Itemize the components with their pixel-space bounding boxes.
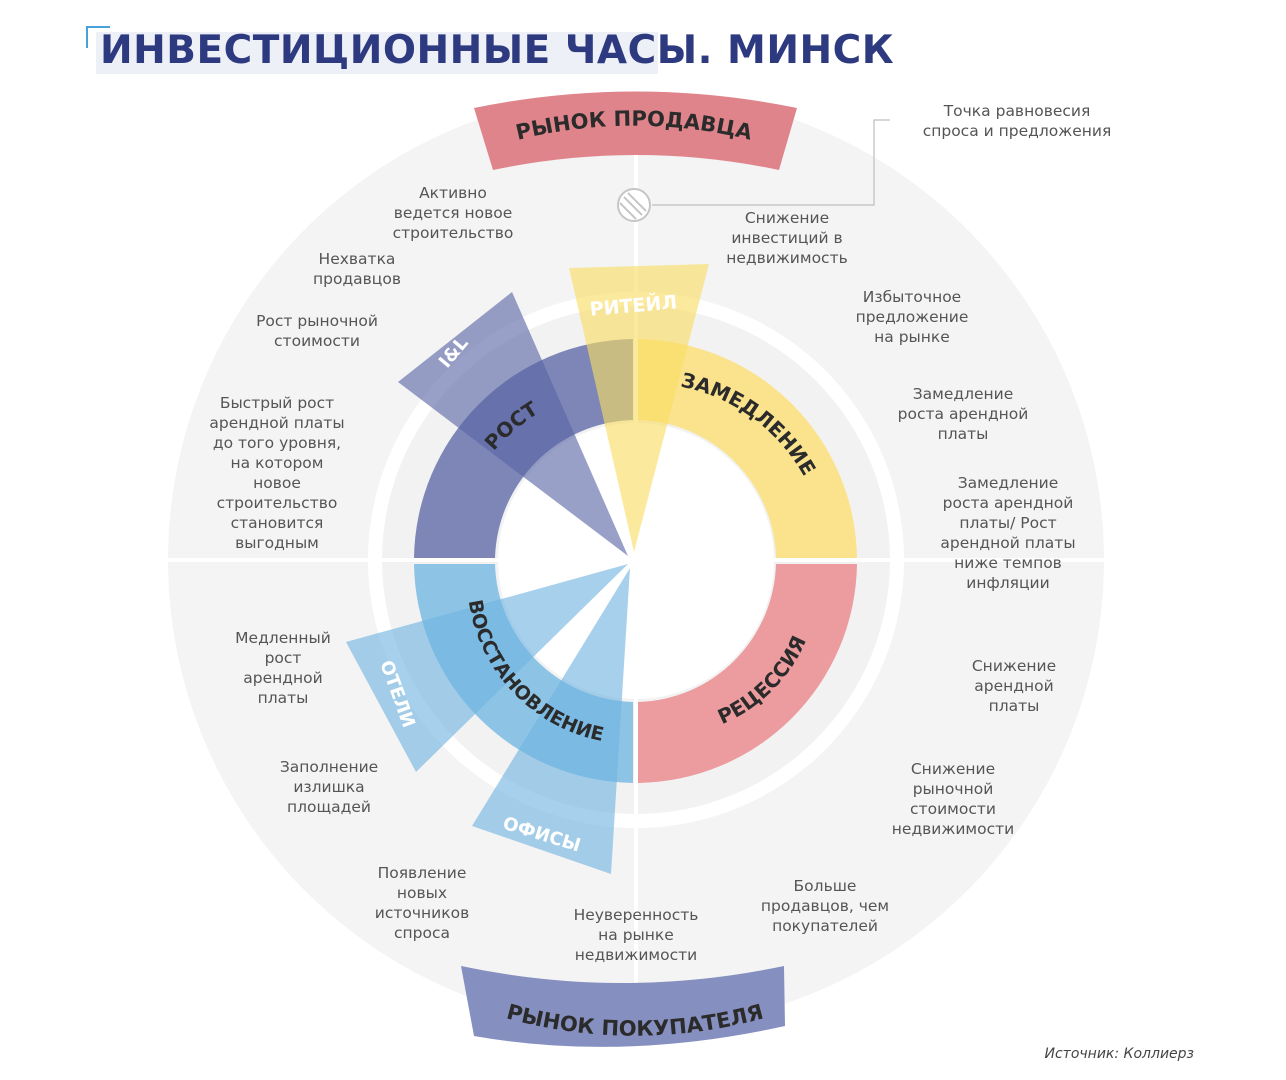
note-excess-absorption: Заполнение излишка площадей	[279, 758, 379, 816]
title-highlight	[96, 32, 658, 74]
note-oversupply: Избыточное предложение на рынке	[855, 288, 969, 346]
title-corner-mark	[86, 26, 88, 48]
phase-recession-arc	[638, 564, 857, 783]
phase-slowdown-arc	[638, 339, 857, 558]
sector-wedge-offices	[472, 568, 630, 874]
note-seller-shortage: Нехватка продавцов	[313, 250, 401, 288]
note-fast-rent-growth: Быстрый рост арендной платы до того уров…	[209, 394, 345, 552]
note-more-sellers: Больше продавцов, чем покупателей	[760, 877, 890, 935]
note-slow-rent-growth: Медленный рост арендной платы	[235, 629, 331, 707]
source-note: Источник: Коллиерз	[1045, 1046, 1195, 1062]
title-corner-mark-h	[86, 26, 110, 28]
equilibrium-point-icon	[617, 188, 651, 222]
source-name: Коллиерз	[1123, 1046, 1194, 1062]
note-active-construction: Активно ведется новое строительство	[392, 184, 514, 242]
note-market-uncertainty: Неуверенность на рынке недвижимости	[573, 906, 699, 964]
buyer-market-banner	[461, 966, 785, 1047]
note-rent-decline: Снижение арендной платы	[971, 657, 1057, 715]
note-market-value-growth: Рост рыночной стоимости	[256, 312, 378, 350]
sector-wedge-hotels	[346, 564, 628, 772]
note-rent-below-inflation: Замедление роста арендной платы/ Рост ар…	[940, 474, 1076, 592]
note-value-decline: Снижение рыночной стоимости недвижимости	[891, 760, 1015, 838]
equilibrium-hatch	[619, 192, 647, 220]
note-investment-decline: Снижение инвестиций в недвижимость	[726, 209, 848, 267]
sector-wedge-industrial	[398, 292, 628, 556]
seller-market-banner	[474, 91, 797, 170]
equilibrium-label: Точка равновесия спроса и предложения	[922, 102, 1112, 140]
source-label: Источник:	[1044, 1046, 1120, 1062]
equilibrium-leader-line	[652, 119, 890, 206]
page-title: ИНВЕСТИЦИОННЫЕ ЧАСЫ. МИНСК	[100, 28, 895, 73]
note-rent-growth-slowdown: Замедление роста арендной платы	[897, 385, 1029, 443]
sector-wedge-retail	[569, 264, 709, 552]
note-new-demand-sources: Появление новых источников спроса	[374, 864, 470, 942]
